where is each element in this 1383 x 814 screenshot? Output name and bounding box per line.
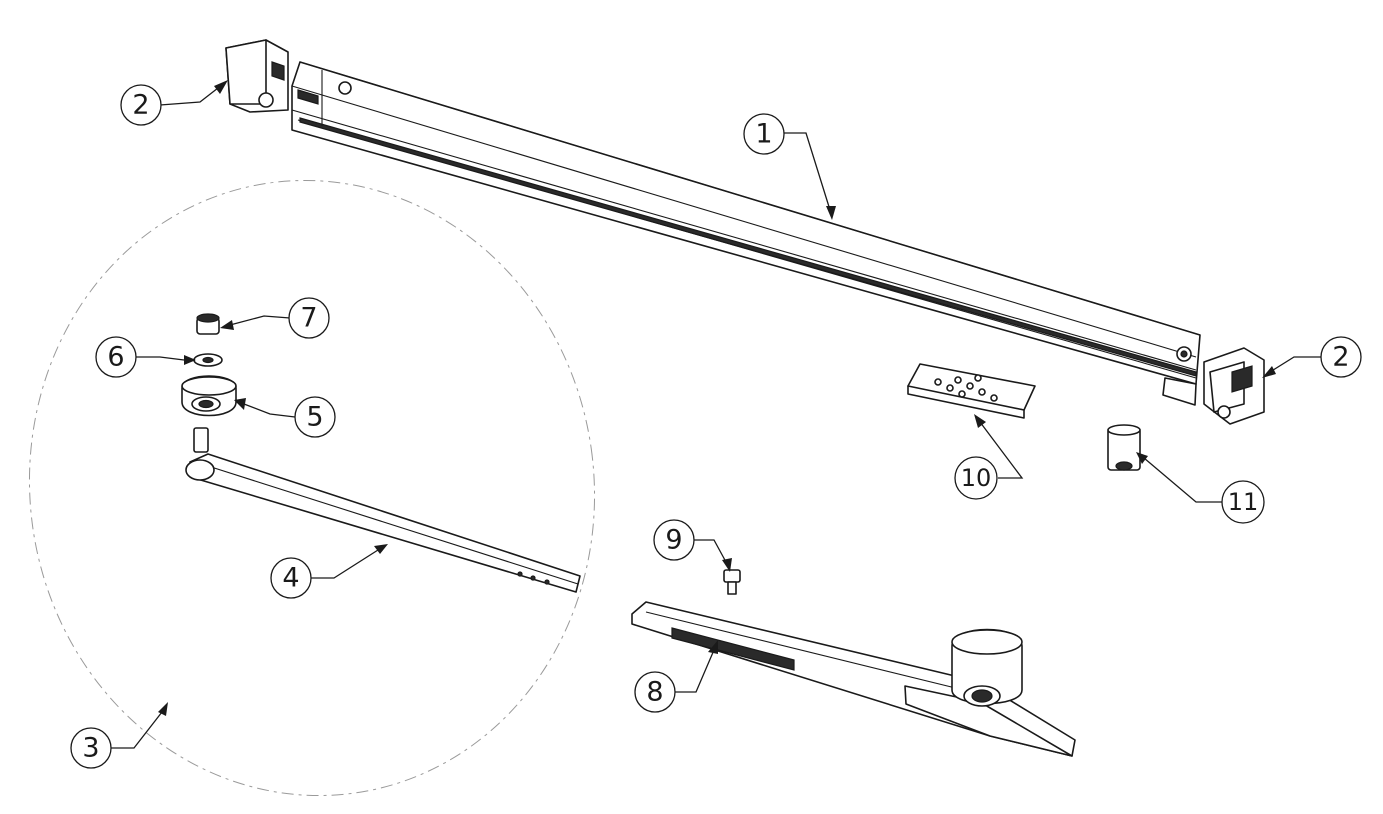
callout-11-label: 11 [1228,488,1259,516]
callout-6-label: 6 [107,342,124,373]
callout-8-label: 8 [646,677,663,708]
callout-1: 1 [743,113,785,155]
callout-3: 3 [70,727,112,769]
callout-5-label: 5 [306,402,323,433]
part-11-bushing [1107,424,1141,471]
callout-9: 9 [653,519,695,561]
part-7-nut [196,313,220,335]
part-5-roller [181,375,237,417]
part-10-mounting-plate [907,363,1036,419]
part-2-right-end-cap [1203,347,1265,425]
callout-10: 10 [954,456,998,500]
callout-6: 6 [95,336,137,378]
callout-3-label: 3 [82,733,99,764]
callout-4-label: 4 [282,563,299,594]
part-4-arm [185,427,581,593]
callout-2-right: 2 [1320,336,1362,378]
callout-4: 4 [270,557,312,599]
callout-8: 8 [634,671,676,713]
callout-2-left: 2 [120,84,162,126]
callout-2-left-label: 2 [132,90,149,121]
part-6-washer [193,353,223,367]
callout-11: 11 [1221,480,1265,524]
callout-7-label: 7 [300,303,317,334]
callout-1-label: 1 [755,119,772,150]
callout-5: 5 [294,396,336,438]
leader-lines [111,80,1322,749]
callout-2-right-label: 2 [1332,342,1349,373]
callout-10-label: 10 [961,464,992,492]
part-2-left-end-cap [225,39,289,113]
callout-9-label: 9 [665,525,682,556]
part-9-screw [723,569,741,595]
part-1-track-rail [291,61,1201,406]
part-8-main-arm [631,601,1076,757]
callout-7: 7 [288,297,330,339]
assembly-3-boundary [28,179,596,797]
